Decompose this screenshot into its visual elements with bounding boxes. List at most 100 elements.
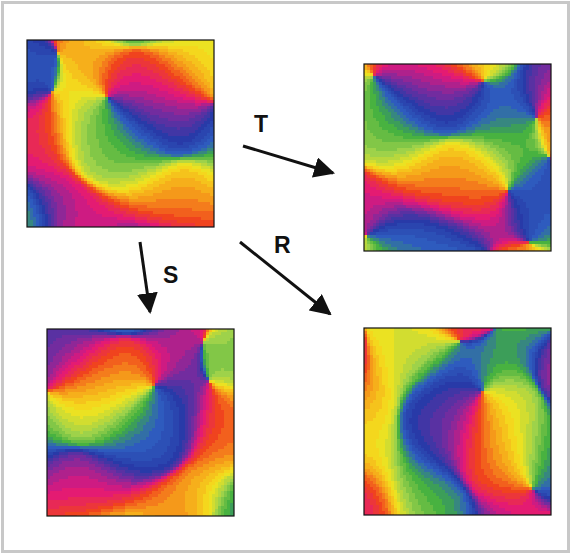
map-cell	[81, 94, 85, 98]
map-cell	[48, 79, 52, 83]
map-cell	[192, 79, 196, 83]
map-cell	[75, 79, 79, 83]
map-cell	[45, 49, 49, 53]
map-cell	[210, 109, 214, 113]
map-cell	[102, 127, 106, 131]
map-cell	[102, 73, 106, 77]
map-cell	[57, 130, 61, 134]
map-cell	[117, 130, 121, 134]
map-cell	[93, 43, 97, 47]
map-cell	[36, 133, 40, 137]
map-cell	[102, 103, 106, 107]
map-cell	[138, 91, 142, 95]
map-cell	[210, 94, 214, 98]
map-cell	[87, 106, 91, 110]
map-cell	[210, 55, 214, 59]
map-cell	[210, 121, 214, 125]
map-cell	[159, 94, 163, 98]
map-cell	[123, 49, 127, 53]
map-cell	[132, 91, 136, 95]
map-cell	[93, 49, 97, 53]
map-cell	[108, 70, 112, 74]
map-cell	[180, 97, 184, 101]
map-cell	[201, 79, 205, 83]
map-cell	[69, 109, 73, 113]
map-cell	[48, 121, 52, 125]
map-cell	[78, 133, 82, 137]
map-cell	[126, 97, 130, 101]
map-cell	[177, 79, 181, 83]
map-cell	[90, 115, 94, 119]
map-cell	[93, 76, 97, 80]
map-cell	[153, 97, 157, 101]
map-cell	[159, 58, 163, 62]
map-cell	[99, 133, 103, 137]
map-cell	[81, 124, 85, 128]
map-cell	[30, 70, 34, 74]
map-cell	[48, 67, 52, 71]
map-cell	[42, 118, 46, 122]
map-cell	[123, 64, 127, 68]
map-cell	[111, 133, 115, 137]
map-cell	[111, 67, 115, 71]
map-cell	[81, 133, 85, 137]
map-cell	[186, 121, 190, 125]
map-cell	[72, 88, 76, 92]
map-cell	[78, 88, 82, 92]
map-cell	[129, 85, 133, 89]
map-cell	[168, 82, 172, 86]
map-cell	[147, 100, 151, 104]
map-cell	[105, 82, 109, 86]
map-cell	[42, 67, 46, 71]
map-cell	[162, 73, 166, 77]
map-cell	[39, 46, 43, 50]
map-cell	[99, 130, 103, 134]
map-cell	[105, 67, 109, 71]
map-cell	[48, 124, 52, 128]
map-cell	[84, 97, 88, 101]
map-cell	[144, 106, 148, 110]
map-cell	[189, 106, 193, 110]
map-cell	[51, 118, 55, 122]
map-cell	[108, 64, 112, 68]
map-cell	[156, 49, 160, 53]
map-cell	[207, 64, 211, 68]
map-cell	[114, 103, 118, 107]
map-cell	[99, 70, 103, 74]
map-cell	[126, 82, 130, 86]
map-cell	[135, 73, 139, 77]
map-cell	[93, 94, 97, 98]
map-cell	[183, 82, 187, 86]
map-cell	[126, 100, 130, 104]
map-cell	[120, 97, 124, 101]
map-cell	[114, 100, 118, 104]
map-cell	[75, 94, 79, 98]
map-cell	[147, 106, 151, 110]
map-cell	[138, 124, 142, 128]
map-cell	[129, 124, 133, 128]
map-cell	[204, 64, 208, 68]
map-cell	[207, 70, 211, 74]
map-cell	[159, 130, 163, 134]
map-cell	[30, 100, 34, 104]
map-cell	[93, 109, 97, 113]
map-cell	[180, 100, 184, 104]
map-cell	[168, 46, 172, 50]
map-cell	[96, 43, 100, 47]
map-cell	[141, 121, 145, 125]
map-cell	[192, 82, 196, 86]
map-cell	[138, 115, 142, 119]
map-cell	[81, 115, 85, 119]
map-cell	[180, 73, 184, 77]
map-cell	[180, 58, 184, 62]
map-cell	[102, 91, 106, 95]
map-cell	[165, 109, 169, 113]
map-cell	[150, 94, 154, 98]
map-cell	[120, 112, 124, 116]
map-cell	[42, 43, 46, 47]
map-cell	[174, 67, 178, 71]
map-cell	[69, 61, 73, 65]
map-cell	[135, 76, 139, 80]
map-cell	[99, 97, 103, 101]
map-cell	[177, 43, 181, 47]
